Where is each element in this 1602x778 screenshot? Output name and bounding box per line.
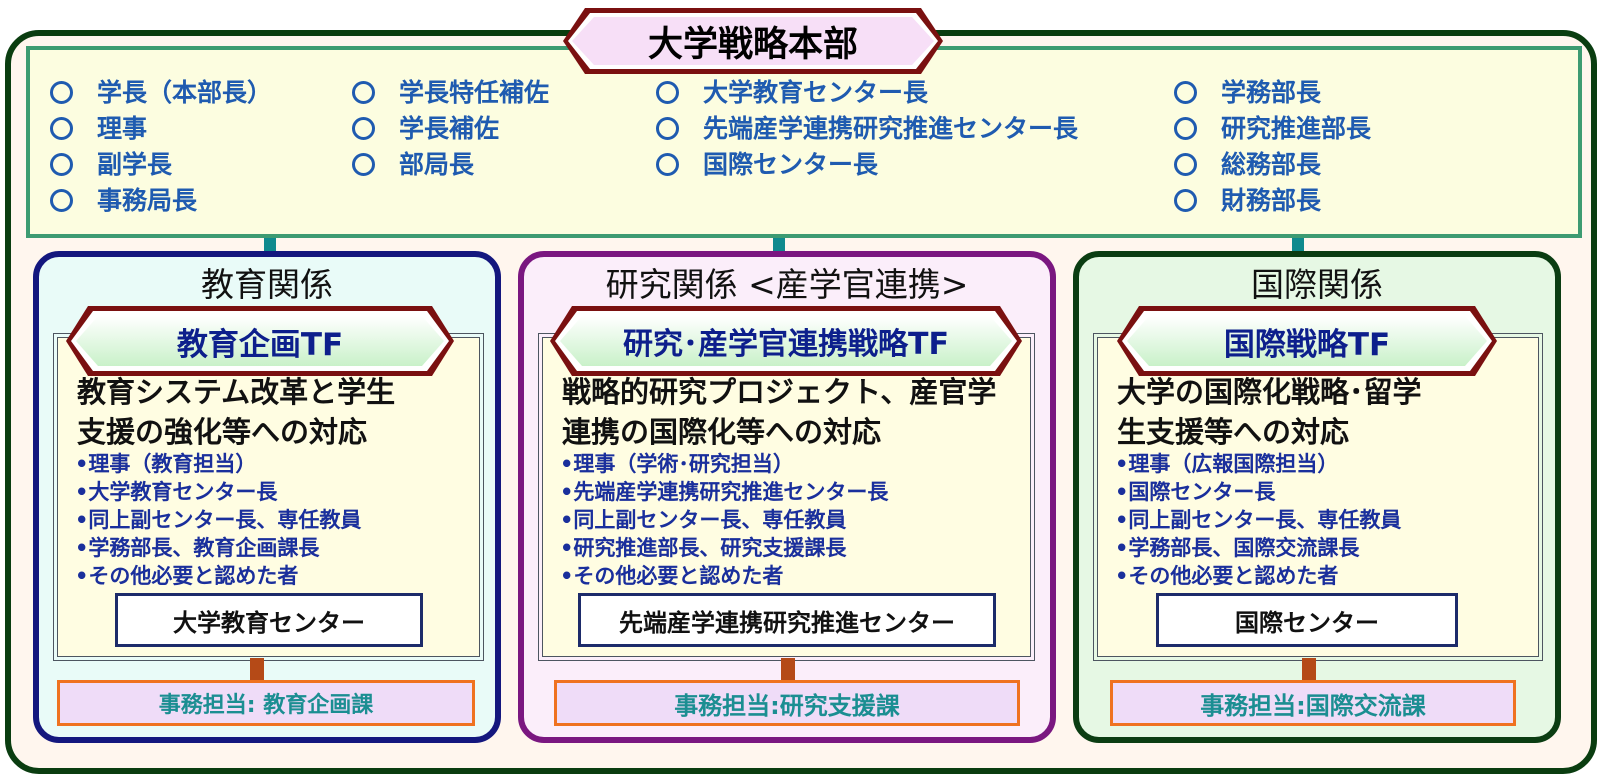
office-connector-research: [781, 658, 795, 680]
tf-title-international: 国際戦略TF: [1127, 316, 1487, 366]
tf-title-research: 研究･産学官連携戦略TF: [560, 316, 1012, 366]
circle-bullet-icon: [1174, 189, 1197, 212]
office-box-education: 事務担当: 教育企画課: [57, 680, 475, 726]
circle-bullet-icon: [50, 117, 73, 140]
circle-bullet-icon: [352, 153, 375, 176]
hq-member: 部局長: [352, 148, 474, 182]
hq-member: 学長（本部長）: [50, 76, 272, 110]
circle-bullet-icon: [50, 189, 73, 212]
hq-member-label: 副学長: [97, 150, 173, 179]
section-title-education: 教育関係: [201, 265, 333, 304]
tf-mission-line: 戦略的研究プロジェクト、産官学: [562, 375, 997, 409]
tf-mission-line: 大学の国際化戦略･留学: [1117, 375, 1422, 409]
tf-member-item: •学務部長、教育企画課長: [75, 536, 320, 560]
hq-member: 理事: [50, 112, 147, 146]
hq-member-label: 国際センター長: [703, 150, 879, 179]
circle-bullet-icon: [352, 117, 375, 140]
hq-member: 学長特任補佐: [352, 76, 549, 110]
circle-bullet-icon: [1174, 81, 1197, 104]
tf-member-item: •同上副センター長、専任教員: [1115, 508, 1402, 532]
tf-member-item: •大学教育センター長: [75, 480, 278, 504]
hq-member: 先端産学連携研究推進センター長: [656, 112, 1078, 146]
hq-member-label: 学長補佐: [399, 114, 500, 143]
circle-bullet-icon: [50, 153, 73, 176]
tf-member-item: •同上副センター長、専任教員: [560, 508, 847, 532]
hq-member: 研究推進部長: [1174, 112, 1371, 146]
tf-frame-inner: 研究･産学官連携戦略TF: [555, 311, 1017, 371]
tf-frame-research: 研究･産学官連携戦略TF: [550, 306, 1022, 376]
hq-member: 学長補佐: [352, 112, 499, 146]
tf-title-education: 教育企画TF: [76, 316, 444, 366]
connector-research: [773, 238, 785, 254]
hq-member-label: 大学教育センター長: [703, 78, 929, 107]
tf-mission-line: 支援の強化等への対応: [77, 415, 368, 449]
tf-frame-international: 国際戦略TF: [1117, 306, 1497, 376]
circle-bullet-icon: [352, 81, 375, 104]
hq-member: 国際センター長: [656, 148, 878, 182]
hq-member-label: 部局長: [399, 150, 475, 179]
hq-member: 学務部長: [1174, 76, 1321, 110]
circle-bullet-icon: [1174, 153, 1197, 176]
section-title-research: 研究関係 <産学官連携>: [605, 265, 969, 304]
tf-member-item: •その他必要と認めた者: [560, 564, 784, 588]
tf-frame-education: 教育企画TF: [66, 306, 454, 376]
hq-member: 大学教育センター長: [656, 76, 928, 110]
hq-member: 事務局長: [50, 184, 197, 218]
hq-member-label: 総務部長: [1221, 150, 1322, 179]
tf-member-item: •その他必要と認めた者: [1115, 564, 1339, 588]
hq-member-label: 事務局長: [97, 186, 198, 215]
circle-bullet-icon: [656, 117, 679, 140]
office-box-research: 事務担当:研究支援課: [554, 680, 1020, 726]
circle-bullet-icon: [50, 81, 73, 104]
hq-member-label: 学長特任補佐: [399, 78, 550, 107]
tf-frame-inner: 国際戦略TF: [1122, 311, 1492, 371]
tf-member-item: •その他必要と認めた者: [75, 564, 299, 588]
hq-member-label: 先端産学連携研究推進センター長: [703, 114, 1079, 143]
circle-bullet-icon: [1174, 117, 1197, 140]
hq-member-label: 学長（本部長）: [97, 78, 273, 107]
tf-frame-inner: 教育企画TF: [71, 311, 449, 371]
tf-member-item: •国際センター長: [1115, 480, 1276, 504]
hq-member: 財務部長: [1174, 184, 1321, 218]
connector-international: [1292, 238, 1304, 254]
hq-member: 副学長: [50, 148, 172, 182]
hq-title: 大学戦略本部: [572, 17, 934, 65]
tf-member-item: •理事（教育担当）: [75, 452, 257, 476]
tf-mission-line: 連携の国際化等への対応: [562, 415, 882, 449]
hq-member-label: 研究推進部長: [1221, 114, 1372, 143]
center-box-international: 国際センター: [1156, 593, 1458, 647]
hq-title-frame: 大学戦略本部: [563, 8, 943, 74]
hq-member-label: 学務部長: [1221, 78, 1322, 107]
office-connector-education: [250, 658, 264, 680]
tf-member-item: •学務部長、国際交流課長: [1115, 536, 1360, 560]
tf-mission-line: 教育システム改革と学生: [77, 375, 396, 409]
circle-bullet-icon: [656, 81, 679, 104]
tf-member-item: •理事（広報国際担当）: [1115, 452, 1339, 476]
tf-mission-line: 生支援等への対応: [1117, 415, 1350, 449]
hq-member-label: 財務部長: [1221, 186, 1322, 215]
hq-members-panel: [26, 46, 1582, 238]
hq-member-label: 理事: [97, 114, 148, 143]
section-title-international: 国際関係: [1251, 265, 1383, 304]
connector-education: [264, 238, 276, 254]
tf-member-item: •理事（学術･研究担当）: [560, 452, 794, 476]
office-connector-international: [1302, 658, 1316, 680]
center-box-research: 先端産学連携研究推進センター: [578, 593, 996, 647]
tf-member-item: •同上副センター長、専任教員: [75, 508, 362, 532]
tf-member-item: •先端産学連携研究推進センター長: [560, 480, 889, 504]
office-box-international: 事務担当:国際交流課: [1110, 680, 1516, 726]
hq-member: 総務部長: [1174, 148, 1321, 182]
circle-bullet-icon: [656, 153, 679, 176]
tf-member-item: •研究推進部長、研究支援課長: [560, 536, 847, 560]
center-box-education: 大学教育センター: [115, 593, 423, 647]
